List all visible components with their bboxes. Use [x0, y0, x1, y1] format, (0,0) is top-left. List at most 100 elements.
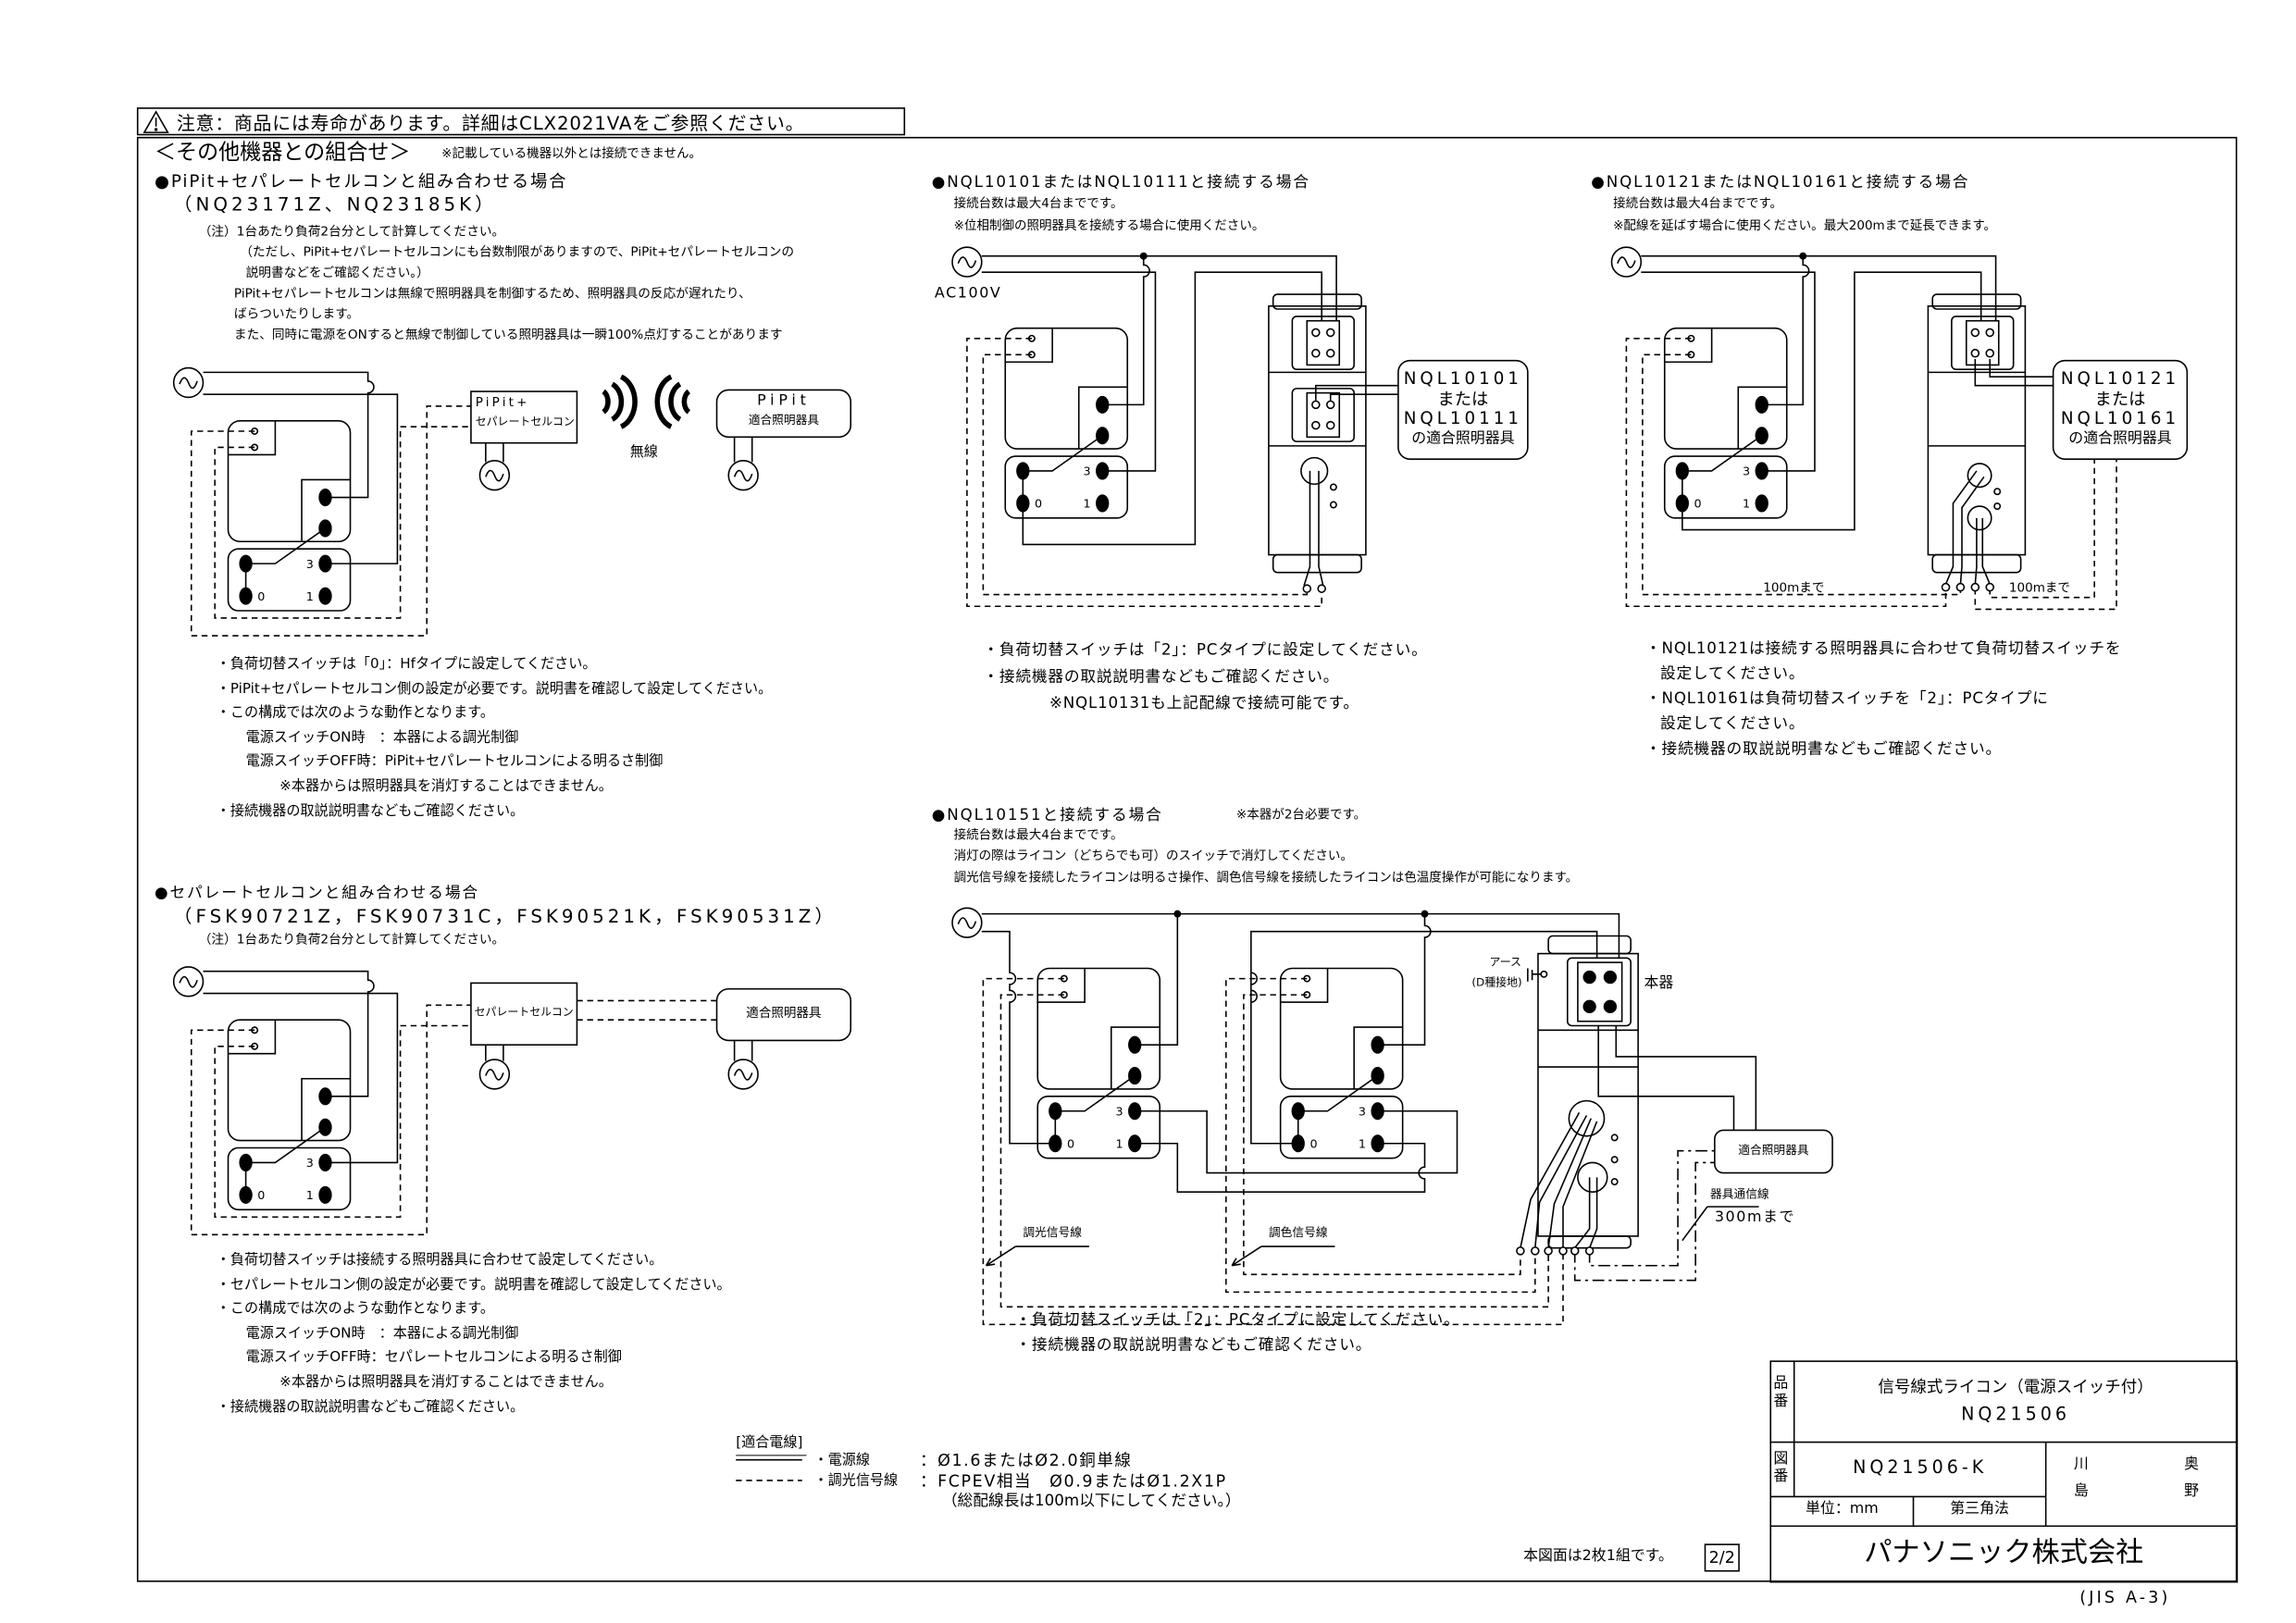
earth-type-label: (D種接地) — [1471, 975, 1522, 989]
name-char: 川 — [2073, 1456, 2089, 1473]
section-title: ＜その他機器との組合せ＞ — [154, 141, 411, 166]
switch-upper-body — [1004, 327, 1129, 450]
page-number: 2/2 — [1704, 1543, 1740, 1572]
note-line: （注）1台あたり負荷2台分として計算してください。 — [198, 225, 505, 241]
device-label: PiPit+ — [475, 395, 530, 411]
main-unit — [1927, 293, 2054, 592]
switch-terminal — [318, 587, 332, 605]
switch-lower-body — [1279, 1096, 1404, 1159]
power-wire — [203, 371, 375, 499]
terminal-label: 0 — [1067, 1137, 1074, 1151]
signal-terminal-block — [1280, 968, 1329, 1003]
earth-label: アース — [1489, 955, 1521, 969]
name-char: 奥 — [2184, 1456, 2200, 1473]
power-wire-label: ・電源線 — [813, 1452, 870, 1469]
name-char: 野 — [2184, 1483, 2200, 1500]
nql10121-line: ※配線を延ばす場合に使用ください。最大200mまで延長できます。 — [1613, 218, 1997, 234]
internal-wire — [1297, 1074, 1379, 1144]
switch-terminal — [318, 1153, 332, 1171]
bullet-item: 電源スイッチOFF時：セパレートセルコンによる明るさ制御 — [245, 1349, 622, 1367]
power-terminal — [1096, 395, 1110, 414]
nql10121-line: 接続台数は最大4台までです。 — [1613, 197, 1783, 213]
signal-terminal — [1303, 991, 1311, 999]
terminal-label: 3 — [1116, 1105, 1123, 1119]
signal-terminal-block — [1664, 328, 1713, 364]
signal-wire-spec: ：FCPEV相当 Ø0.9またはØ1.2X1P — [920, 1471, 1227, 1492]
device-label: セパレートセルコン — [475, 415, 575, 428]
power-terminal — [318, 1087, 332, 1106]
pipit-bullets: ・負荷切替スイッチは「0」：Hfタイプに設定してください。 ・PiPit+セパレ… — [217, 653, 772, 824]
bullet-item: ・負荷切替スイッチは「0」：Hfタイプに設定してください。 — [216, 656, 597, 673]
note-line: ばらついたりします。 — [233, 307, 360, 323]
signal-wire — [190, 405, 471, 637]
nql10101-light-box — [1397, 359, 1529, 460]
terminal-label: 1 — [306, 1188, 314, 1202]
switch-upper-body — [1279, 967, 1404, 1090]
bullet-item: ・NQL10161は負荷切替スイッチを「2」：PCタイプに — [1645, 689, 2049, 708]
internal-wire — [244, 1126, 326, 1196]
separate-note: （注）1台あたり負荷2台分として計算してください。 — [198, 933, 505, 948]
nql10121-bullets: ・NQL10121は接続する照明器具に合わせて負荷切替スイッチを 設定してくださ… — [1645, 638, 2121, 762]
light-label: 適合照明器具 — [748, 413, 820, 427]
switch-upper-body — [227, 1019, 352, 1142]
note-line: また、同時に電源をONすると無線で制御している照明器具は一瞬100%点灯すること… — [233, 328, 783, 343]
terminal-label: 3 — [1743, 465, 1750, 478]
company-name: パナソニック株式会社 — [1864, 1536, 2144, 1569]
signal-wire-label: ・調光信号線 — [813, 1472, 899, 1490]
switch-lower-body — [227, 1146, 352, 1211]
label-line: または — [2094, 388, 2146, 409]
power-terminal-block — [301, 478, 351, 542]
drawing-no: NQ21506-K — [1853, 1456, 1988, 1478]
terminal-label: 3 — [1084, 465, 1091, 478]
bullet-item: ・接続機器の取説説明書などもご確認ください。 — [1015, 1336, 1372, 1355]
pipit-light-box — [715, 389, 852, 439]
note-line: （ただし、PiPit+セパレートセルコンにも台数制限がありますので、PiPit+… — [240, 245, 795, 261]
title-block-grid — [1769, 1360, 2239, 1583]
terminal-label: 1 — [1116, 1137, 1123, 1151]
switch-lower-body — [1036, 1096, 1161, 1159]
paper-size-label: (JIS A-3) — [2079, 1588, 2171, 1607]
signal-terminal — [1303, 974, 1311, 983]
power-terminal — [1128, 1035, 1142, 1054]
bullet-item: ・PiPit+セパレートセルコン側の設定が必要です。説明書を確認して設定してくだ… — [216, 680, 773, 698]
drawing-frame — [136, 136, 2238, 1582]
internal-wire — [244, 527, 326, 597]
nql10151-line: 接続台数は最大4台までです。 — [953, 828, 1123, 844]
nql10121-title: ●NQL10121またはNQL10161と接続する場合 — [1591, 173, 1970, 192]
internal-wire — [1022, 435, 1103, 503]
set-note: 本図面は2枚1組です。 — [1523, 1548, 1673, 1565]
light-switch-unit: 3 0 1 — [1036, 967, 1161, 1159]
nql10101-footnote: ※NQL10131も上記配線で接続可能です。 — [1049, 694, 1359, 712]
warning-banner: 注意：商品には寿命があります。詳細はCLX2021VAをご参照ください。 — [136, 107, 906, 136]
label-line: NQL10111 — [1403, 407, 1522, 428]
switch-terminal — [1371, 1134, 1384, 1153]
switch-terminal — [1128, 1102, 1142, 1121]
power-terminal-block — [1077, 386, 1128, 450]
switch-lower-body — [1004, 455, 1129, 519]
light-label: 適合照明器具 — [746, 1006, 822, 1022]
bullet-item: ・セパレートセルコン側の設定が必要です。説明書を確認して設定してください。 — [216, 1276, 731, 1294]
note-line: PiPit+セパレートセルコンは無線で照明器具を制御するため、照明器具の反応が遅… — [233, 287, 751, 303]
main-unit — [1268, 293, 1398, 593]
switch-lower-body — [227, 548, 352, 612]
signal-terminal — [1687, 351, 1695, 359]
switch-upper-body — [1663, 327, 1788, 450]
signal-terminal — [1687, 334, 1695, 342]
light-box — [715, 987, 852, 1042]
switch-terminal — [1755, 462, 1769, 480]
label-line: NQL10121 — [2060, 367, 2180, 389]
separate-bullets: ・負荷切替スイッチは接続する照明器具に合わせて設定してください。 ・セパレートセ… — [217, 1249, 731, 1420]
bullet-item: 電源スイッチON時 ：本器による調光制御 — [245, 1325, 519, 1343]
bullet-item: 電源スイッチOFF時：PiPit+セパレートセルコンによる明るさ制御 — [245, 753, 664, 771]
dim-signal-leader — [985, 1245, 1089, 1267]
terminal-label: 1 — [1359, 1137, 1366, 1151]
internal-wire — [1682, 435, 1763, 503]
